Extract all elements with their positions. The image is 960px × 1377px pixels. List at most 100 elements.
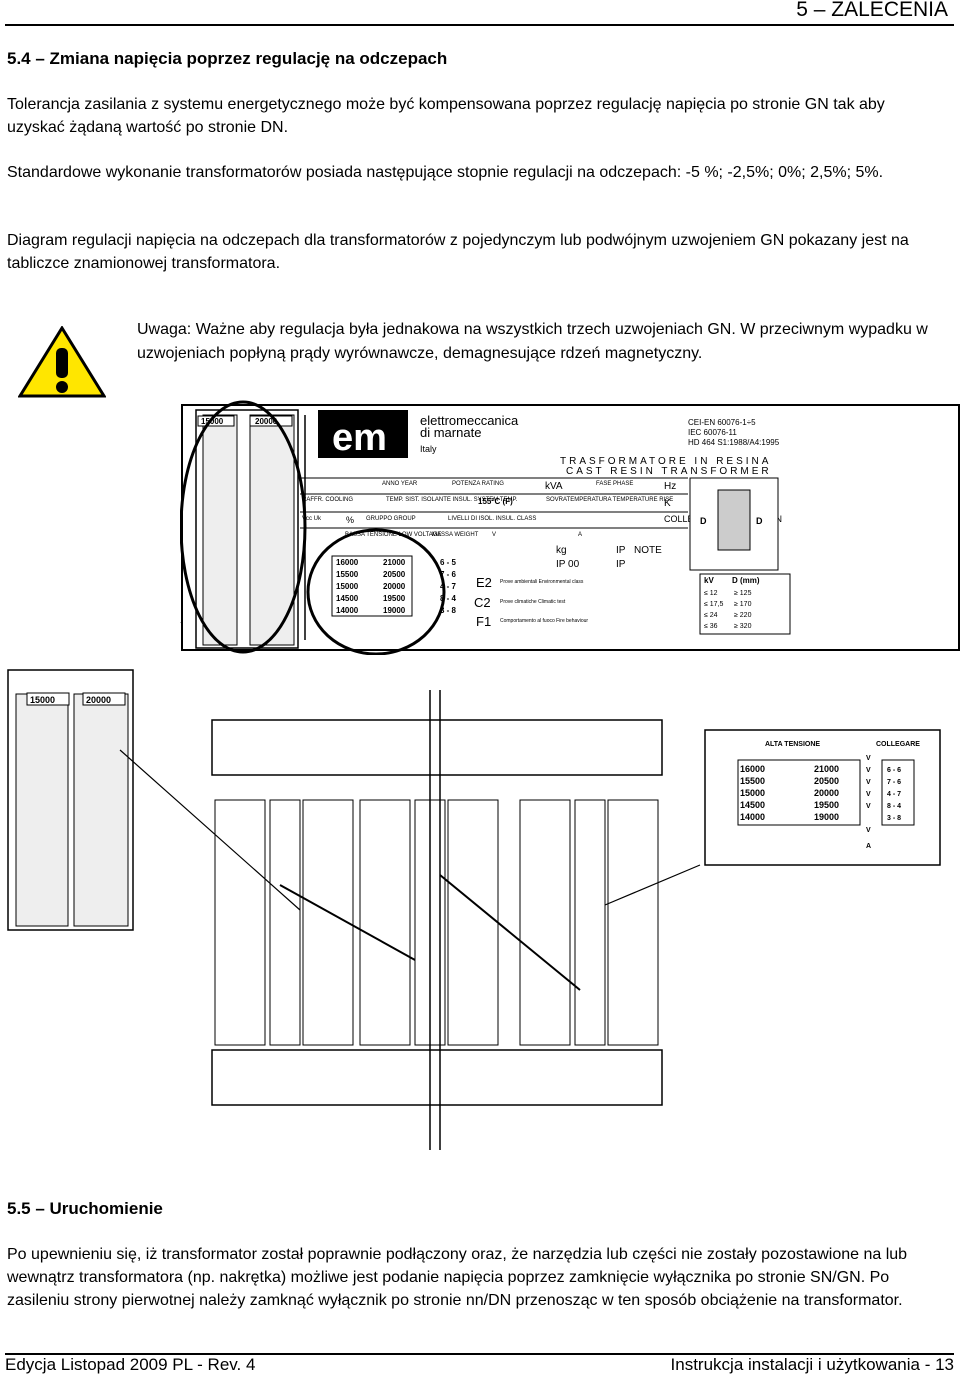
brand-line-1: elettromeccanica bbox=[420, 413, 519, 428]
field-temp-rise: SOVRATEMPERATURA TEMPERATURE RISE bbox=[546, 497, 673, 503]
field-pct: % bbox=[346, 515, 354, 525]
rt-r3b: 20000 bbox=[814, 788, 839, 798]
code-e2: E2 bbox=[476, 575, 492, 590]
field-155: 155°C (F) bbox=[478, 497, 513, 506]
section-header: 5 – ZALECENIA bbox=[796, 0, 948, 21]
rt-head-conn: COLLEGARE bbox=[876, 741, 920, 748]
paragraph-tap-steps: Standardowe wykonanie transformatorów po… bbox=[7, 164, 884, 181]
warning-icon bbox=[18, 326, 106, 398]
section-title-5-5: 5.5 – Uruchomienie bbox=[7, 1199, 163, 1218]
code-f1: F1 bbox=[476, 614, 491, 629]
side-d-right: D bbox=[756, 516, 763, 526]
np-hv-r1c: 6 - 5 bbox=[440, 558, 457, 567]
field-hv: BASSA TENSIONE LOW VOLTAGE bbox=[345, 532, 441, 538]
field-v: kg bbox=[556, 545, 567, 556]
field-ucc: Vcc Uk bbox=[302, 516, 322, 522]
rt-r1b: 21000 bbox=[814, 764, 839, 774]
section-title-5-4: 5.4 – Zmiana napięcia poprzez regulację … bbox=[7, 49, 448, 68]
rt-r2a: 15500 bbox=[740, 776, 765, 786]
rt-unit-4: V bbox=[866, 791, 871, 798]
field-group: GRUPPO GROUP bbox=[366, 516, 416, 522]
code-c2: C2 bbox=[474, 595, 491, 610]
rt-unit-3: V bbox=[866, 779, 871, 786]
np-hv-r5b: 19000 bbox=[383, 606, 406, 615]
field-a: IP 00 bbox=[556, 559, 580, 570]
brand-country: Italy bbox=[420, 444, 437, 454]
footer-divider bbox=[5, 1353, 954, 1355]
clr-head-d: D (mm) bbox=[732, 576, 760, 585]
title-it: TRASFORMATORE IN RESINA bbox=[560, 456, 771, 467]
rt-unit-2: V bbox=[866, 767, 871, 774]
field-k: K bbox=[664, 498, 671, 509]
tap-col-2: 20000 bbox=[255, 417, 278, 426]
rt-unit-1: V bbox=[866, 755, 871, 762]
clr-r1b: ≥ 125 bbox=[734, 590, 752, 597]
rt-r1a: 16000 bbox=[740, 764, 765, 774]
rt-r4a: 14500 bbox=[740, 800, 765, 810]
rt-r3a: 15000 bbox=[740, 788, 765, 798]
rt-unit-5: V bbox=[866, 803, 871, 810]
nameplate-drawing: 15000 20000 em elettromeccanica di marna… bbox=[180, 400, 960, 655]
paragraph-tolerance: Tolerancja zasilania z systemu energetyc… bbox=[7, 96, 885, 136]
svg-text:em: em bbox=[332, 417, 387, 459]
field-cooling: RAFFR. COOLING bbox=[302, 497, 353, 503]
clr-r3a: ≤ 24 bbox=[704, 612, 718, 619]
standard-2: IEC 60076-11 bbox=[688, 428, 737, 437]
standard-1: CEI-EN 60076-1÷5 bbox=[688, 418, 756, 427]
footer-edition: Edycja Listopad 2009 PL - Rev. 4 bbox=[5, 1355, 256, 1374]
clr-r2a: ≤ 17,5 bbox=[704, 601, 724, 608]
side-d-left: D bbox=[700, 516, 707, 526]
field-kg-1: IP bbox=[616, 545, 626, 556]
field-insul: TEMP. SIST. ISOLANTE INSUL. SYSTEM TEMP. bbox=[386, 497, 518, 503]
rt-r4c: 8 - 4 bbox=[887, 803, 901, 810]
paragraph-startup: Po upewnieniu się, iż transformator zost… bbox=[7, 1246, 908, 1309]
title-en: CAST RESIN TRANSFORMER bbox=[566, 466, 772, 477]
brand-logo bbox=[318, 410, 408, 458]
brand-line-2: di marnate bbox=[420, 425, 481, 440]
rt-r4b: 19500 bbox=[814, 800, 839, 810]
field-hz: Hz bbox=[664, 481, 676, 492]
field-kg-2: IP bbox=[616, 559, 626, 570]
np-hv-r1b: 21000 bbox=[383, 558, 406, 567]
field-rating: POTENZA RATING bbox=[452, 481, 504, 487]
code-e2-desc: Prove ambientali Environmental class bbox=[500, 579, 584, 585]
warning-text: Uwaga: Ważne aby regulacja była jednakow… bbox=[137, 321, 928, 362]
rt-unit-a: A bbox=[866, 843, 871, 850]
np-hv-r1: 16000 bbox=[336, 558, 359, 567]
np-hv-r3b: 20000 bbox=[383, 582, 406, 591]
field-ip00: NOTE bbox=[634, 545, 662, 556]
np-hv-r4c: 8 - 4 bbox=[440, 594, 457, 603]
np-hv-r3c: 4 - 7 bbox=[440, 582, 457, 591]
tap-col-1: 15000 bbox=[201, 417, 224, 426]
transformer-drawing: 15000 20000 ALTA TENSIONE COLLEGARE 1600… bbox=[7, 669, 941, 1150]
clr-r3b: ≥ 220 bbox=[734, 612, 752, 619]
clr-r4a: ≤ 36 bbox=[704, 623, 718, 630]
footer-page: Instrukcja instalacji i użytkowania - 13 bbox=[670, 1355, 954, 1374]
code-c2-desc: Prove climatiche Climatic test bbox=[500, 599, 566, 605]
np-hv-r2c: 7 - 6 bbox=[440, 570, 457, 579]
rt-r3c: 4 - 7 bbox=[887, 791, 901, 798]
rt-r2b: 20500 bbox=[814, 776, 839, 786]
header-divider bbox=[5, 24, 954, 26]
rt-r5c: 3 - 8 bbox=[887, 815, 901, 822]
np-hv-r2b: 20500 bbox=[383, 570, 406, 579]
rt-r5b: 19000 bbox=[814, 812, 839, 822]
field-kva: kVA bbox=[545, 481, 563, 492]
hv-highlight-circle bbox=[306, 528, 446, 655]
standard-3: HD 464 S1:1988/A4:1995 bbox=[688, 438, 780, 447]
rt-r5a: 14000 bbox=[740, 812, 765, 822]
code-f1-desc: Comportamento al fuoco Fire behaviour bbox=[500, 618, 588, 624]
rt-r1c: 6 - 6 bbox=[887, 767, 901, 774]
rt-r2c: 7 - 6 bbox=[887, 779, 901, 786]
field-year: ANNO YEAR bbox=[382, 481, 418, 487]
np-hv-r5c: 3 - 8 bbox=[440, 606, 457, 615]
clr-r1a: ≤ 12 bbox=[704, 590, 718, 597]
field-lv: V bbox=[492, 532, 496, 538]
rt-unit-6: V bbox=[866, 827, 871, 834]
paragraph-diagram: Diagram regulacji napięcia na odczepach … bbox=[7, 232, 909, 272]
np-hv-r4b: 19500 bbox=[383, 594, 406, 603]
detail-tap-2: 20000 bbox=[86, 695, 111, 705]
rt-head-hv: ALTA TENSIONE bbox=[765, 741, 820, 748]
detail-tap-1: 15000 bbox=[30, 695, 55, 705]
clr-head-kv: kV bbox=[704, 576, 714, 585]
